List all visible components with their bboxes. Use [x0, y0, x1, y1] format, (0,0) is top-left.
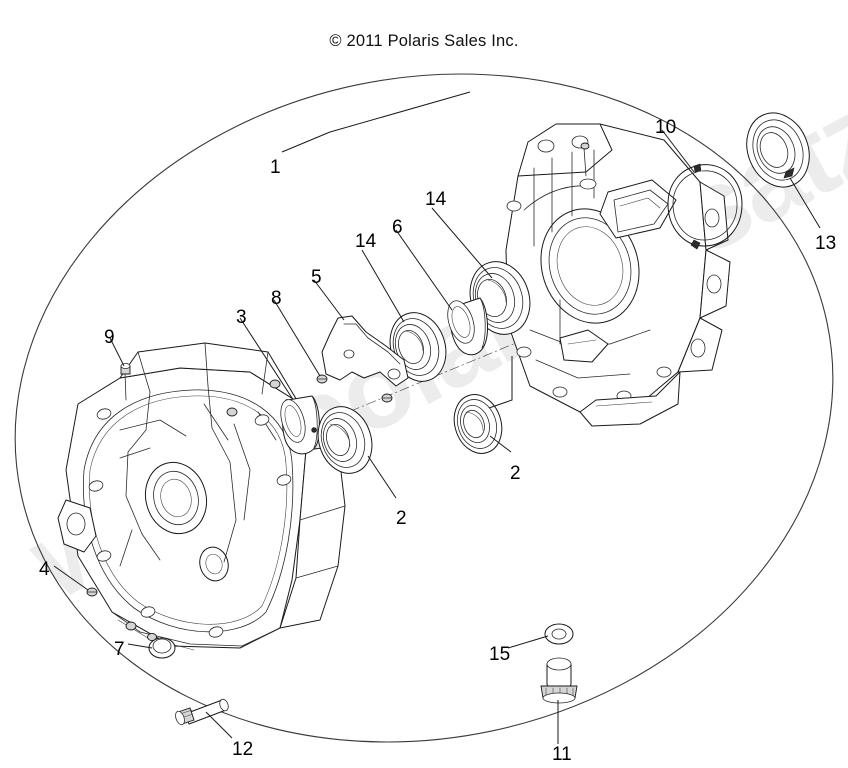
leader-3 [239, 317, 293, 399]
screw-8 [316, 374, 328, 384]
callout-9[interactable]: 9 [104, 327, 115, 348]
leader-5 [313, 279, 345, 321]
screw-8-b [381, 393, 393, 403]
callout-12[interactable]: 12 [232, 739, 254, 760]
leader-lines [53, 91, 821, 744]
dowel-pin-extra-c [269, 379, 281, 389]
callout-14-a[interactable]: 14 [355, 231, 377, 252]
leader-2b [489, 435, 512, 453]
plug-cap-7 [148, 637, 176, 659]
dowel-pin-4 [86, 587, 98, 597]
callout-2-a[interactable]: 2 [396, 508, 407, 529]
leader-2a [367, 455, 397, 499]
left-crankcase-half [57, 342, 346, 651]
leader-9 [109, 337, 125, 367]
oil-seal-13 [746, 112, 810, 188]
callout-5[interactable]: 5 [311, 267, 322, 288]
bearing-spacer-6 [447, 297, 488, 356]
dowel-pin-extra-d [226, 407, 238, 417]
leader-8 [273, 299, 321, 377]
callout-2-b[interactable]: 2 [510, 463, 521, 484]
flange-bolt-12 [175, 698, 229, 726]
leader-12 [205, 711, 233, 739]
retainer-plate-5 [321, 315, 409, 387]
callout-1[interactable]: 1 [270, 157, 281, 178]
callout-6[interactable]: 6 [392, 217, 403, 238]
leader-7 [127, 643, 153, 649]
leader-14b [431, 207, 493, 279]
callout-8[interactable]: 8 [271, 288, 282, 309]
leader-6 [395, 229, 453, 311]
callout-4[interactable]: 4 [39, 559, 50, 580]
leader-1 [281, 131, 331, 153]
callout-13[interactable]: 13 [815, 233, 837, 254]
ball-bearing-2-right [453, 394, 503, 454]
leader-1-tail [329, 91, 471, 133]
leader-15 [507, 635, 549, 649]
snap-ring-10 [667, 163, 743, 250]
copyright-notice: © 2011 Polaris Sales Inc. [329, 32, 519, 50]
callout-7[interactable]: 7 [114, 639, 125, 660]
drain-plug-11 [540, 657, 578, 704]
leader-14a [361, 249, 405, 323]
callout-10[interactable]: 10 [655, 117, 677, 138]
tie-line-case-bearing [488, 356, 513, 409]
callout-11[interactable]: 11 [552, 744, 572, 765]
ball-bearing-2-left [317, 406, 373, 474]
callout-15[interactable]: 15 [489, 644, 511, 665]
leader-10 [661, 129, 695, 173]
dowel-pin-extra-b [147, 632, 157, 642]
callout-14-b[interactable]: 14 [425, 189, 447, 210]
callout-3[interactable]: 3 [236, 307, 247, 328]
sealing-washer-15 [544, 623, 574, 645]
dowel-pin-extra-a [125, 621, 137, 631]
bearing-sleeve-3 [280, 395, 320, 455]
dowel-pin-9 [120, 362, 131, 401]
leader-13 [789, 177, 821, 229]
leader-4 [53, 565, 89, 591]
right-crankcase-half [504, 123, 731, 427]
